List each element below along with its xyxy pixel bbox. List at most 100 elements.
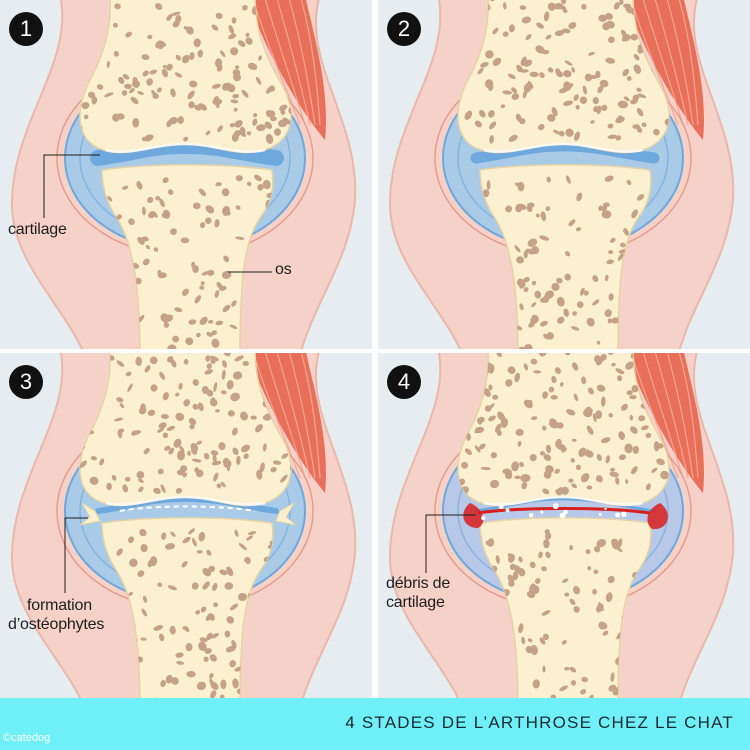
bone-pore	[633, 53, 640, 61]
bone-pore	[559, 130, 565, 137]
bone-pore	[215, 320, 224, 326]
bone-pore	[605, 455, 611, 464]
bone-pore	[529, 71, 539, 78]
bone-pore	[518, 623, 524, 634]
bone-pore	[157, 272, 167, 279]
muscle-fiber	[678, 353, 699, 479]
bone-pore	[581, 4, 587, 10]
bone-pore	[604, 274, 609, 282]
bone-pore	[216, 281, 223, 289]
bone-pore	[613, 2, 620, 10]
bone-pore	[223, 255, 230, 263]
bone-pore	[160, 679, 167, 688]
bone-pore	[185, 337, 194, 346]
bone-pore	[585, 450, 594, 458]
bone-pore	[153, 487, 161, 495]
bone-pore	[248, 531, 257, 536]
bone-pore	[601, 623, 608, 630]
bone-pore	[558, 4, 567, 11]
bone-pore	[606, 259, 614, 265]
bone-pore	[568, 478, 574, 483]
stage-2-panel: 2	[378, 0, 750, 349]
bone-pore	[114, 417, 124, 422]
bone-pore	[169, 117, 178, 125]
bone-pore	[232, 427, 238, 436]
bone-pore	[542, 391, 549, 399]
bone-pore	[117, 429, 123, 439]
bone-pore	[206, 549, 212, 556]
articular-surface	[105, 142, 266, 153]
bone-pore	[143, 134, 154, 142]
bone-pore	[194, 104, 202, 111]
bone-pore	[615, 135, 622, 141]
bone-pore	[240, 411, 248, 421]
bone-pore	[175, 652, 184, 658]
bone-pore	[199, 222, 206, 229]
bone-pore	[624, 443, 633, 454]
stage-2-joint-illustration	[388, 0, 735, 349]
bone-pore	[570, 680, 577, 686]
bone-pore	[517, 440, 522, 447]
banner-title: 4 STADES DE L’ARTHROSE CHEZ LE CHAT	[345, 713, 734, 732]
bone-pore	[210, 681, 219, 690]
bone-pore	[206, 331, 213, 337]
bone-pore	[485, 50, 494, 59]
bone-pore	[489, 479, 500, 489]
bone-pore	[520, 69, 529, 73]
bone-pore	[166, 425, 176, 431]
bone-pore	[223, 353, 231, 357]
bone-pore	[547, 2, 556, 11]
muscle-fiber	[300, 353, 321, 479]
bone-pore	[549, 418, 558, 428]
bone-pore	[122, 74, 130, 80]
bone-pore	[200, 281, 205, 286]
bone-pore	[141, 137, 146, 142]
bone-pore	[192, 403, 199, 410]
cartilage-debris	[559, 512, 566, 519]
bone-pore	[210, 399, 218, 407]
bone-pore	[89, 476, 99, 485]
bone-pore	[611, 542, 619, 550]
bone-pore	[631, 209, 638, 219]
bone-pore	[153, 247, 159, 252]
bone-pore	[182, 536, 191, 544]
bone-pore	[137, 91, 144, 95]
bone-pore	[617, 100, 629, 109]
bone-pore	[176, 450, 186, 461]
bone-pore	[237, 40, 246, 47]
stage-3-joint-illustration	[10, 353, 357, 702]
bone-pore	[523, 287, 529, 293]
muscle-fiber	[276, 0, 311, 126]
bone-pore	[571, 67, 576, 73]
bone-pore	[531, 280, 537, 286]
bone-pore	[232, 93, 240, 99]
bone-pore	[170, 88, 176, 98]
bone-pore	[530, 416, 538, 421]
muscle-fiber	[252, 0, 301, 126]
bone-pore	[213, 95, 219, 104]
bone-pore	[121, 90, 128, 96]
bone-pore	[594, 355, 601, 363]
bone-pore	[280, 474, 288, 483]
bone-pore	[191, 458, 202, 463]
bone-pore	[199, 637, 208, 643]
bone-pore	[241, 89, 249, 98]
bone-pore	[523, 276, 530, 283]
bone-pore	[234, 355, 244, 362]
bone-pore	[545, 465, 554, 474]
bone-pore	[556, 443, 566, 451]
bone-pore	[170, 531, 176, 537]
bone-pore	[514, 475, 521, 480]
bone-pore	[162, 392, 169, 401]
bone-pore	[221, 188, 230, 197]
bone-pore	[527, 238, 538, 247]
bone-pore	[596, 539, 607, 548]
bone-pore	[167, 357, 174, 364]
bone-pore	[632, 94, 640, 101]
bone-pore	[607, 59, 612, 64]
bone-pore	[636, 126, 643, 133]
bone-pore	[218, 442, 226, 451]
bone-pore	[508, 580, 515, 587]
bone-pore	[119, 403, 125, 409]
bone-pore	[570, 458, 575, 463]
